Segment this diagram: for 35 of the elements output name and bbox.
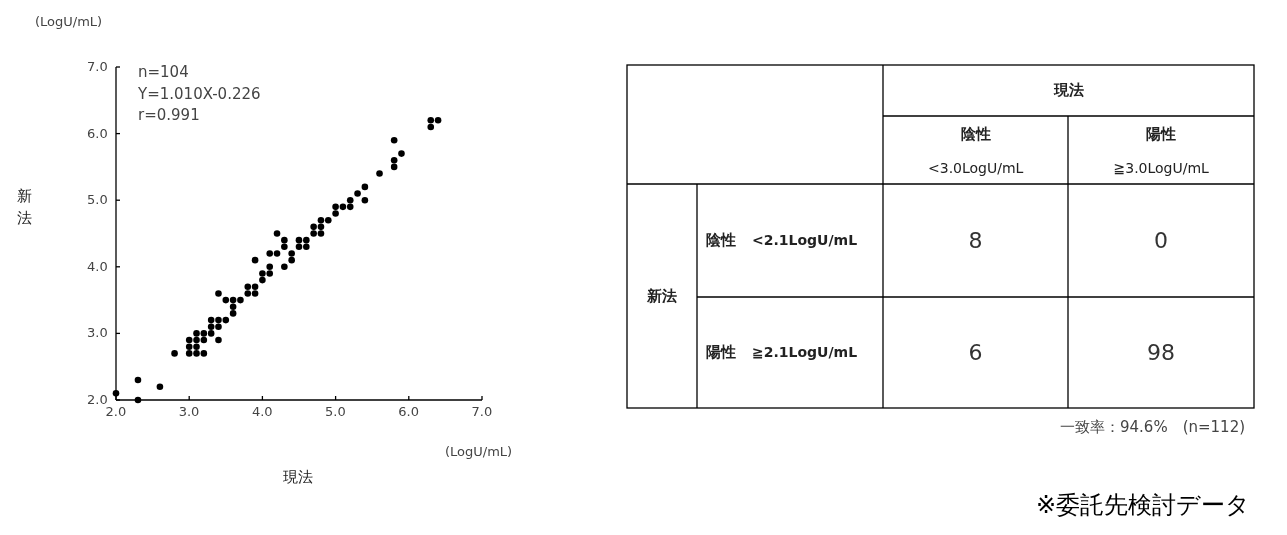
- column-header: 現法: [1053, 82, 1084, 99]
- tick-label: 4.0: [251, 405, 273, 420]
- cell-value: 6: [968, 340, 983, 365]
- tick-label: 7.0: [87, 60, 108, 75]
- tick-label: 5.0: [325, 405, 346, 420]
- cell-value: 0: [1154, 228, 1168, 253]
- axis-title: 現法: [283, 468, 313, 485]
- regression-annotation: n=104: [138, 64, 189, 81]
- row-header: 陰性: [706, 232, 736, 249]
- tick-label: 6.0: [87, 126, 108, 141]
- source-note: ※委託先検討データ: [1036, 492, 1251, 519]
- tick-label: 6.0: [398, 405, 419, 420]
- column-header: ≧3.0LogU/mL: [1113, 160, 1209, 176]
- row-header: ≧2.1LogU/mL: [752, 345, 858, 361]
- column-header: <3.0LogU/mL: [928, 160, 1024, 176]
- regression-annotation: Y=1.010X-0.226: [138, 85, 261, 102]
- tick-label: 5.0: [87, 193, 108, 208]
- row-header: 新法: [647, 287, 677, 304]
- tick-label: 4.0: [87, 259, 108, 275]
- column-header: 陰性: [960, 125, 991, 142]
- tick-label: 3.0: [178, 405, 200, 420]
- regression-annotation: r=0.991: [138, 107, 200, 124]
- column-header: 陽性: [1146, 125, 1176, 142]
- tick-label: 2.0: [87, 393, 108, 407]
- cell-value: 98: [1147, 340, 1175, 365]
- tick-label: 2.0: [105, 405, 127, 420]
- row-header: 陽性: [706, 344, 736, 361]
- row-header: <2.1LogU/mL: [752, 233, 858, 249]
- table-note: 一致率：94.6% (n=112): [1060, 418, 1246, 435]
- axis-title: 新法: [17, 185, 33, 229]
- unit-label: (LogU/mL): [445, 445, 513, 460]
- unit-label: (LogU/mL): [35, 15, 103, 30]
- cell-value: 8: [968, 228, 983, 253]
- tick-label: 3.0: [87, 326, 108, 341]
- tick-label: 7.0: [471, 405, 493, 420]
